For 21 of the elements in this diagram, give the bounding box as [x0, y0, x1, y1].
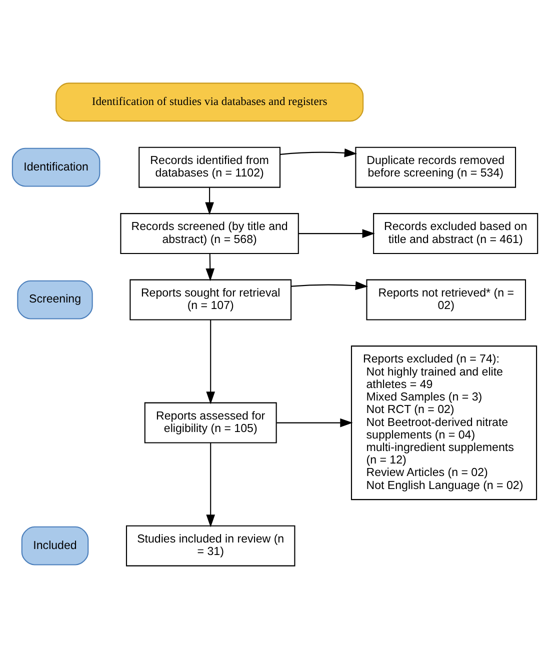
node-box: Records excluded based on title and abstract (n = 461) — [373, 212, 538, 254]
node-box: Screening — [17, 280, 93, 319]
node-box: Reports excluded (n = 74): Not highly trained and elite athletes = 49 Mixed Samples (n = 3) Not RCT (n = 02) Not Beetroot-derived nitrate supplements (n = 04) multi-ingredient supplements (n = 12) Review Articles (n = 02) Not English Language (n = 02) — [350, 345, 538, 500]
node-box: Identification — [12, 147, 100, 186]
arrow — [206, 442, 216, 527]
node-box: Identification of studies via databases and registers — [56, 82, 364, 122]
node-box: Reports not retrieved* (n = 02) — [366, 278, 526, 320]
node-box: Reports assessed for eligibility (n = 105) — [144, 402, 277, 443]
node-box: Records screened (by title and abstract) (n = 568) — [120, 212, 299, 254]
arrow — [276, 418, 353, 427]
arrow — [206, 253, 215, 281]
node-box: Records identified from databases (n = 1102) — [138, 146, 281, 188]
node-box: Included — [21, 526, 89, 565]
arrow — [280, 148, 358, 157]
arrow — [291, 280, 368, 290]
node-box: Studies included in review (n = 31) — [126, 524, 296, 566]
arrow — [298, 228, 375, 238]
node-box: Reports sought for retrieval (n = 107) — [130, 278, 292, 320]
node-box: Duplicate records removed before screening (n = 534) — [355, 146, 516, 188]
arrow — [206, 320, 216, 404]
arrow — [205, 187, 214, 214]
